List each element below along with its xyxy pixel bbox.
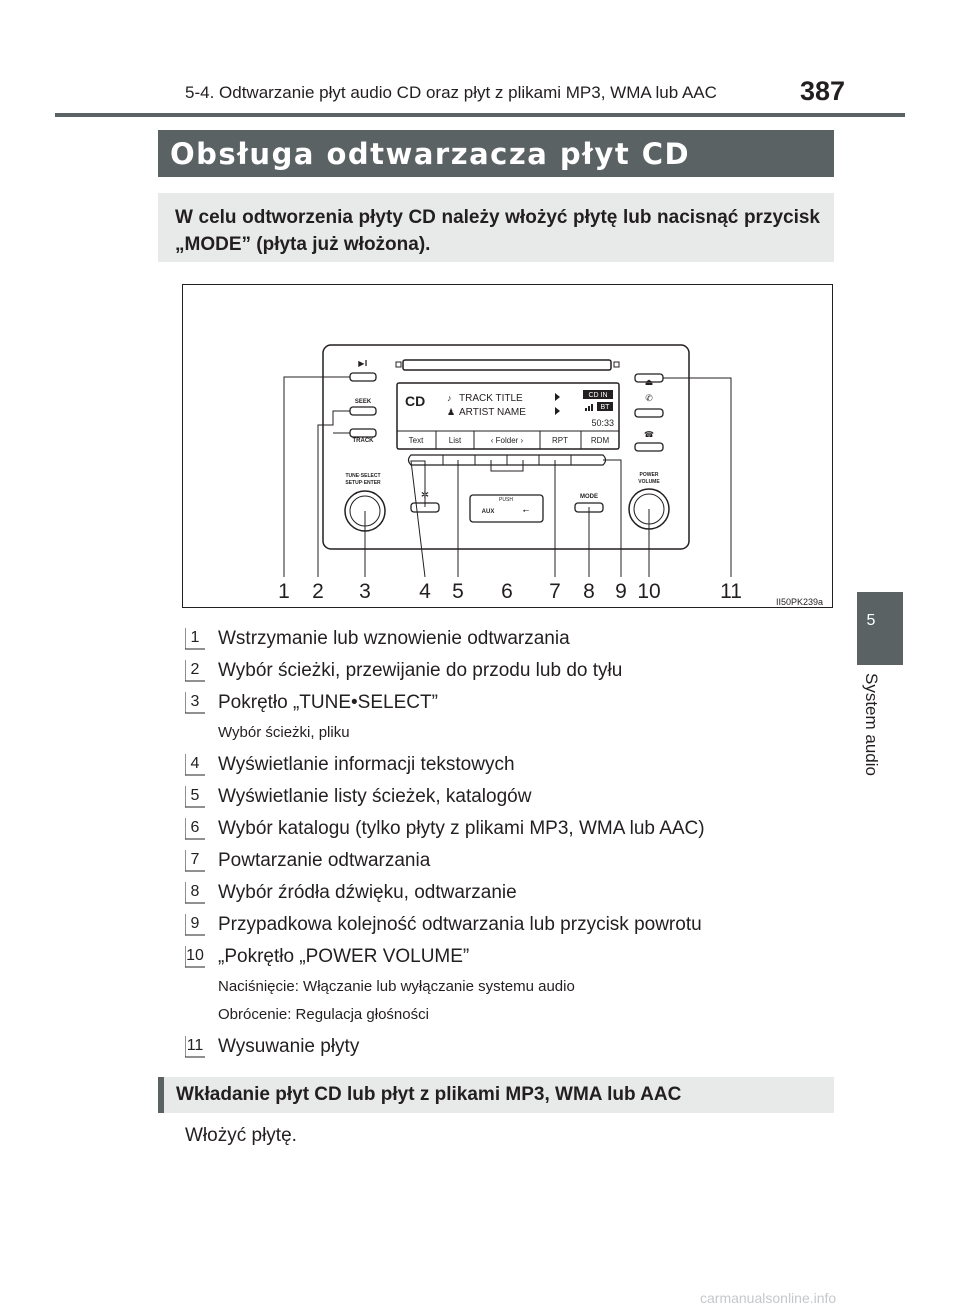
item-number-box: 11 xyxy=(185,1036,207,1058)
power-label-1: POWER xyxy=(640,472,659,478)
display-screen xyxy=(396,382,620,450)
item-number-box: 1 xyxy=(185,628,207,650)
item-text: Pokrętło „TUNE•SELECT” xyxy=(218,692,438,713)
chapter-tab-label: System audio xyxy=(862,673,881,776)
display-artist-name: ARTIST NAME xyxy=(459,407,526,418)
item-number-box: 8 xyxy=(185,882,207,904)
item-text: Wyświetlanie informacji tekstowych xyxy=(218,754,515,775)
seek-button xyxy=(349,406,377,416)
item-text: „Pokrętło „POWER VOLUME” xyxy=(218,946,470,967)
softkey-rdm: RDM xyxy=(591,436,610,445)
item-number-box: 3 xyxy=(185,692,207,714)
callout-1: 1 xyxy=(278,580,290,603)
display-track-title: TRACK TITLE xyxy=(459,393,523,404)
softkey-list: List xyxy=(449,436,462,445)
item-text: Wysuwanie płyty xyxy=(218,1036,360,1057)
display-source: CD xyxy=(405,393,425,409)
callout-5: 5 xyxy=(452,580,464,603)
intro-text: W celu odtworzenia płyty CD należy włoży… xyxy=(175,207,820,255)
callout-11: 11 xyxy=(720,580,742,603)
softkey-rpt: RPT xyxy=(552,436,568,445)
item-subtext: Obrócenie: Regulacja głośności xyxy=(218,1006,429,1023)
softkey-text: Text xyxy=(409,436,424,445)
audio-unit-diagram: CD ♪ TRACK TITLE ♟ ARTIST NAME CD IN BT … xyxy=(278,344,823,607)
item-number-box: 7 xyxy=(185,850,207,872)
callout-9: 9 xyxy=(615,580,627,603)
item-text: Wstrzymanie lub wznowienie odtwarzania xyxy=(218,628,570,649)
leader-lines xyxy=(283,376,732,578)
item-number-box: 9 xyxy=(185,914,207,936)
softkey-strip xyxy=(407,454,607,466)
cd-in-badge xyxy=(583,390,613,399)
item-number-box: 5 xyxy=(185,786,207,808)
item-subtext: Naciśnięcie: Włączanie lub wyłączanie sy… xyxy=(218,978,575,995)
item-number-box: 4 xyxy=(185,754,207,776)
watermark: carmanualsonline.info xyxy=(700,1290,837,1306)
hangup-icon: ☎ xyxy=(644,430,654,439)
play-pause-icon: ▶‖ xyxy=(358,359,367,368)
chapter-title: 5-4. Odtwarzanie płyt audio CD oraz płyt… xyxy=(185,83,717,102)
power-label-2: VOLUME xyxy=(638,479,660,485)
track-label: TRACK xyxy=(353,438,375,444)
subsection-body: Włożyć płytę. xyxy=(185,1125,297,1146)
item-text: Powtarzanie odtwarzania xyxy=(218,850,431,871)
item-number-box: 10 xyxy=(185,946,207,968)
callout-4: 4 xyxy=(419,580,431,603)
chapter-tab[interactable] xyxy=(857,592,903,665)
track-arrow-icon xyxy=(555,393,560,401)
bt-badge-label: BT xyxy=(601,404,611,411)
header-rule xyxy=(55,113,905,117)
section-title: Obsługa odtwarzacza płyt CD xyxy=(170,137,691,171)
person-icon: ♟ xyxy=(447,407,455,417)
page-number: 387 xyxy=(800,76,846,106)
phone-icon: ✆ xyxy=(645,393,653,403)
callout-10: 10 xyxy=(637,580,660,603)
seek-label: SEEK xyxy=(355,399,372,405)
display-time: 50:33 xyxy=(591,418,614,428)
artist-arrow-icon xyxy=(555,407,560,415)
bt-badge xyxy=(597,402,613,411)
item-subtext: Wybór ścieżki, pliku xyxy=(218,724,350,741)
callout-6: 6 xyxy=(501,580,513,603)
chapter-tab-number: 5 xyxy=(866,612,876,629)
push-label: PUSH xyxy=(499,497,513,503)
item-text: Wybór ścieżki, przewijanie do przodu lub… xyxy=(218,660,623,681)
hangup-button xyxy=(634,442,664,452)
track-button xyxy=(349,428,377,438)
aux-label: AUX xyxy=(482,509,495,515)
disc-slot xyxy=(402,359,612,371)
audio-unit-figure: CD ♪ TRACK TITLE ♟ ARTIST NAME CD IN BT … xyxy=(182,284,833,608)
item-text: Przypadkowa kolejność odtwarzania lub pr… xyxy=(218,914,702,935)
item-text: Wybór źródła dźwięku, odtwarzanie xyxy=(218,882,517,903)
callout-3: 3 xyxy=(359,580,371,603)
phone-button xyxy=(634,408,664,418)
figure-code: II50PK239a xyxy=(776,597,823,607)
callout-numbers: 1 2 3 4 5 6 7 8 9 10 11 xyxy=(278,580,742,603)
slot-indicator-left xyxy=(395,361,402,368)
subsection-title-bar: Wkładanie płyt CD lub płyt z plikami MP3… xyxy=(158,1077,834,1113)
tune-select-label-2: SETUP·ENTER xyxy=(345,480,381,486)
intro-box: W celu odtworzenia płyty CD należy włoży… xyxy=(158,193,834,262)
usb-icon: ⭠ xyxy=(523,506,530,515)
callout-7: 7 xyxy=(549,580,561,603)
play-pause-button xyxy=(349,372,377,382)
chapter-tab-label-wrap: System audio xyxy=(856,673,886,803)
item-number-box: 6 xyxy=(185,818,207,840)
item-text: Wybór katalogu (tylko płyty z plikami MP… xyxy=(218,818,705,839)
aux-usb-cover xyxy=(469,494,544,523)
callout-8: 8 xyxy=(583,580,595,603)
mode-label: MODE xyxy=(580,494,598,500)
section-title-bar: Obsługa odtwarzacza płyt CD xyxy=(158,130,834,177)
item-text: Wyświetlanie listy ścieżek, katalogów xyxy=(218,786,532,807)
callout-2: 2 xyxy=(312,580,324,603)
softkey-folder: ‹ Folder › xyxy=(491,436,524,445)
signal-icon xyxy=(585,404,593,411)
slot-indicator-right xyxy=(613,361,620,368)
note-icon: ♪ xyxy=(447,393,452,403)
unit-outline xyxy=(322,344,690,550)
tune-select-label-1: TUNE·SELECT xyxy=(346,473,381,479)
cd-in-badge-label: CD IN xyxy=(588,392,607,399)
item-number-box: 2 xyxy=(185,660,207,682)
subsection-title: Wkładanie płyt CD lub płyt z plikami MP3… xyxy=(176,1084,682,1105)
